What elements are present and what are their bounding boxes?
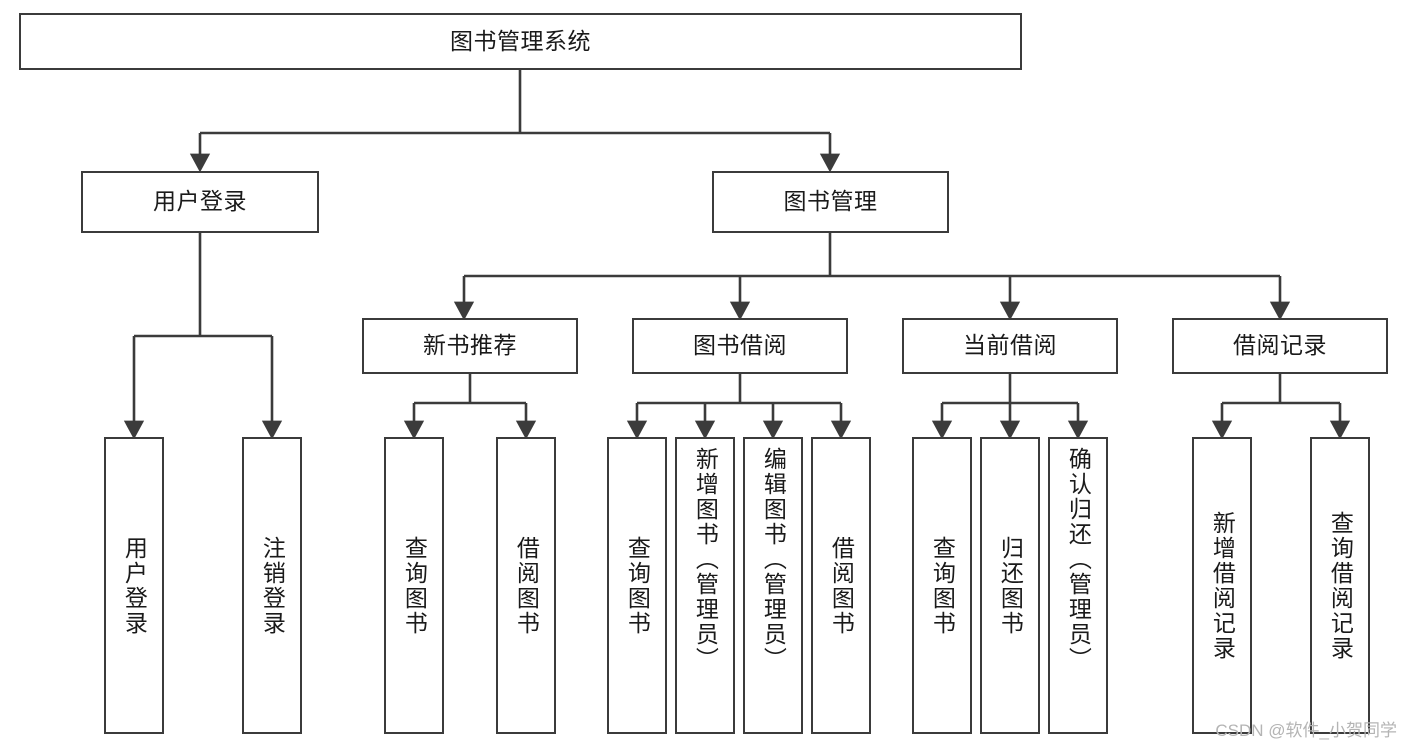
node-book-borrow-label: 图书借阅 bbox=[693, 332, 787, 359]
node-borrow-record[interactable]: 借阅记录 bbox=[1172, 318, 1388, 374]
leaf-borrow-book-borrow-label: 借阅图书 bbox=[828, 535, 855, 636]
leaf-edit-book-label: 编辑图书（管理员） bbox=[760, 447, 787, 672]
node-user-login[interactable]: 用户登录 bbox=[81, 171, 319, 233]
node-book-management[interactable]: 图书管理 bbox=[712, 171, 949, 233]
node-new-book-recommend-label: 新书推荐 bbox=[423, 332, 517, 359]
node-root-label: 图书管理系统 bbox=[450, 27, 591, 54]
leaf-borrow-book-newbook-label: 借阅图书 bbox=[513, 535, 540, 636]
leaf-query-book-borrow[interactable]: 查询图书 bbox=[607, 437, 667, 734]
leaf-return-book[interactable]: 归还图书 bbox=[980, 437, 1040, 734]
leaf-user-login[interactable]: 用户登录 bbox=[104, 437, 164, 734]
leaf-add-borrow-record[interactable]: 新增借阅记录 bbox=[1192, 437, 1252, 734]
leaf-edit-book[interactable]: 编辑图书（管理员） bbox=[743, 437, 803, 734]
leaf-add-book-label: 新增图书（管理员） bbox=[692, 447, 719, 672]
node-book-borrow[interactable]: 图书借阅 bbox=[632, 318, 848, 374]
leaf-query-book-current-label: 查询图书 bbox=[929, 535, 956, 636]
node-user-login-label: 用户登录 bbox=[153, 188, 247, 215]
leaf-add-borrow-record-label: 新增借阅记录 bbox=[1209, 510, 1236, 661]
leaf-confirm-return-label: 确认归还（管理员） bbox=[1065, 447, 1092, 672]
leaf-user-login-label: 用户登录 bbox=[121, 535, 148, 636]
leaf-query-borrow-record[interactable]: 查询借阅记录 bbox=[1310, 437, 1370, 734]
leaf-query-book-newbook-label: 查询图书 bbox=[401, 535, 428, 636]
leaf-query-book-borrow-label: 查询图书 bbox=[624, 535, 651, 636]
leaf-return-book-label: 归还图书 bbox=[997, 535, 1024, 636]
leaf-borrow-book-borrow[interactable]: 借阅图书 bbox=[811, 437, 871, 734]
leaf-query-borrow-record-label: 查询借阅记录 bbox=[1327, 510, 1354, 661]
leaf-query-book-newbook[interactable]: 查询图书 bbox=[384, 437, 444, 734]
leaf-add-book[interactable]: 新增图书（管理员） bbox=[675, 437, 735, 734]
node-new-book-recommend[interactable]: 新书推荐 bbox=[362, 318, 578, 374]
node-current-borrow-label: 当前借阅 bbox=[963, 332, 1057, 359]
leaf-confirm-return[interactable]: 确认归还（管理员） bbox=[1048, 437, 1108, 734]
node-borrow-record-label: 借阅记录 bbox=[1233, 332, 1327, 359]
node-current-borrow[interactable]: 当前借阅 bbox=[902, 318, 1118, 374]
leaf-borrow-book-newbook[interactable]: 借阅图书 bbox=[496, 437, 556, 734]
leaf-user-logout-label: 注销登录 bbox=[259, 535, 286, 636]
leaf-query-book-current[interactable]: 查询图书 bbox=[912, 437, 972, 734]
node-root[interactable]: 图书管理系统 bbox=[19, 13, 1022, 70]
node-book-management-label: 图书管理 bbox=[783, 188, 878, 215]
leaf-user-logout[interactable]: 注销登录 bbox=[242, 437, 302, 734]
